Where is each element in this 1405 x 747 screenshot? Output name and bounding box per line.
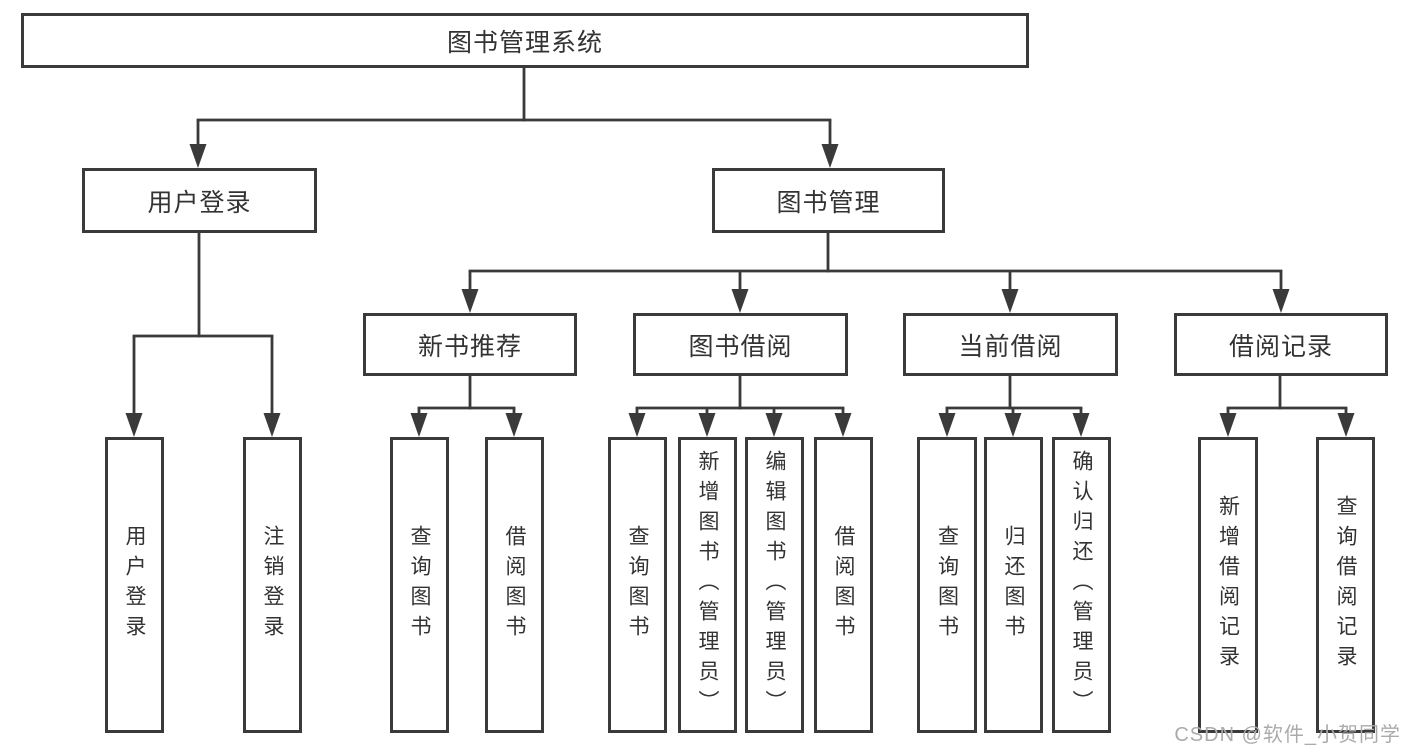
node-label: 新增借阅记录 xyxy=(1216,495,1240,675)
node-borrow-records: 借阅记录 xyxy=(1174,313,1388,376)
node-label: 归还图书 xyxy=(1002,525,1025,645)
leaf-logout: 注销登录 xyxy=(243,437,302,733)
node-label: 借阅记录 xyxy=(1228,332,1333,361)
leaf-borrow-books: 借阅图书 xyxy=(814,437,873,733)
leaf-add-books-admin: 新增图书（管理员） xyxy=(678,437,737,733)
leaf-add-borrow-record: 新增借阅记录 xyxy=(1198,437,1258,733)
leaf-borrow-books-recommend: 借阅图书 xyxy=(485,437,544,733)
node-new-book-recommend: 新书推荐 xyxy=(363,313,577,376)
node-library-management-system: 图书管理系统 xyxy=(21,13,1029,68)
leaf-query-books-current: 查询图书 xyxy=(917,437,977,733)
leaf-confirm-return-admin: 确认归还（管理员） xyxy=(1052,437,1111,733)
node-label: 图书借阅 xyxy=(688,332,793,361)
leaf-query-books-borrow: 查询图书 xyxy=(608,437,667,733)
node-label: 借阅图书 xyxy=(832,525,855,645)
node-user-login: 用户登录 xyxy=(82,168,317,233)
node-label: 编辑图书（管理员） xyxy=(763,450,786,720)
node-label: 确认归还（管理员） xyxy=(1070,450,1093,720)
node-book-management: 图书管理 xyxy=(712,168,945,233)
node-label: 图书管理 xyxy=(776,188,881,217)
node-label: 查询图书 xyxy=(408,525,431,645)
node-label: 查询借阅记录 xyxy=(1334,495,1357,675)
node-label: 注销登录 xyxy=(261,525,284,645)
node-label: 图书管理系统 xyxy=(446,28,603,57)
node-current-borrow: 当前借阅 xyxy=(903,313,1118,376)
node-label: 用户登录 xyxy=(147,188,252,217)
node-label: 新增图书（管理员） xyxy=(696,450,719,720)
node-label: 新书推荐 xyxy=(417,332,522,361)
node-label: 当前借阅 xyxy=(958,332,1063,361)
leaf-query-books-recommend: 查询图书 xyxy=(390,437,449,733)
leaf-edit-books-admin: 编辑图书（管理员） xyxy=(745,437,804,733)
csdn-watermark: CSDN @软件_小贺同学 xyxy=(1174,724,1401,746)
leaf-return-books: 归还图书 xyxy=(984,437,1043,733)
node-label: 用户登录 xyxy=(123,525,146,645)
node-book-borrow: 图书借阅 xyxy=(633,313,848,376)
node-label: 借阅图书 xyxy=(503,525,526,645)
leaf-query-borrow-record: 查询借阅记录 xyxy=(1316,437,1375,733)
leaf-user-login: 用户登录 xyxy=(105,437,164,733)
arrowheads xyxy=(125,144,1355,437)
node-label: 查询图书 xyxy=(626,525,649,645)
node-label: 查询图书 xyxy=(935,525,959,645)
